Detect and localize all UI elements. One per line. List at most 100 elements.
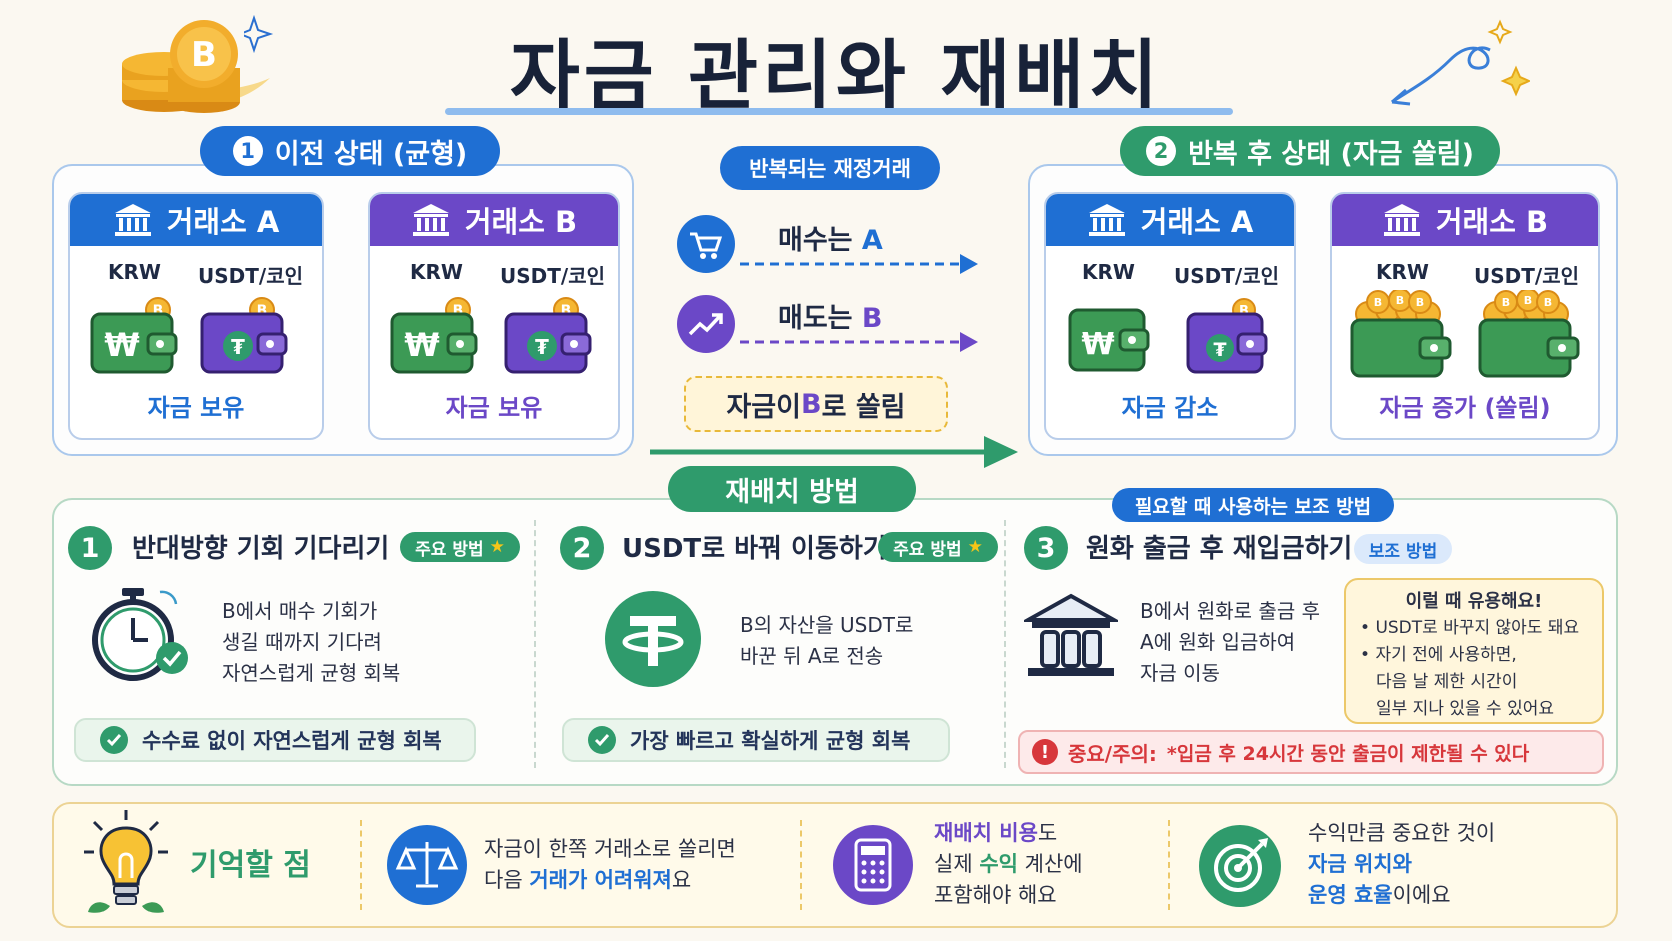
bank-icon [1088,204,1125,236]
svg-text:₩: ₩ [404,326,439,364]
card-status: 자금 감소 [1121,394,1219,422]
krw-label: KRW [1082,260,1135,284]
step-number-badge: 1 [232,136,263,166]
bank-icon [1383,204,1420,236]
method-number: 1 [68,526,112,570]
before-exchange-a-card: 거래소 A KRW USDT/코인 B₩ B₮ 자금 보유 [68,192,324,440]
svg-text:B: B [1502,296,1510,309]
reallocation-label: 재배치 방법 [668,466,916,512]
warning-text: *입금 후 24시간 동안 출금이 제한될 수 있다 [1166,742,1530,765]
svg-text:B: B [153,303,164,319]
title-underline [445,108,1233,115]
tip-item: • 자기 전에 사용하면, [1360,645,1517,665]
repeated-arbitrage-text: 반복되는 재정거래 [749,157,911,181]
usdt-coin-label: USDT/코인 [198,264,303,288]
aux-method-text: 필요할 때 사용하는 보조 방법 [1134,495,1372,518]
memo-point-1: 자금이 한쪽 거래소로 쏠리면 다음 거래가 어려워져요 [484,837,736,892]
method-number: 2 [560,526,604,570]
method-number: 3 [1024,526,1068,570]
krw-wallet-icon: ₩ [1068,304,1152,378]
krw-label: KRW [1376,260,1429,284]
card-header: 거래소 B [370,194,618,246]
svg-text:₮: ₮ [231,335,245,359]
aux-method-label: 필요할 때 사용하는 보조 방법 [1112,488,1394,522]
coin-stack-icon: B [114,18,274,118]
sell-arrow [740,330,980,358]
tether-icon [604,590,702,692]
warning-box: ! 중요/주의: *입금 후 24시간 동안 출금이 제한될 수 있다 [1018,730,1604,774]
aux-method-tag: 보조 방법 [1354,534,1452,564]
usdt-coin-label: USDT/코인 [1174,264,1279,288]
svg-text:₮: ₮ [535,335,549,359]
trend-up-icon [676,294,736,358]
check-circle-icon [100,726,128,754]
after-state-text: 반복 후 상태 (자금 쏠림) [1188,138,1474,170]
method-benefit: 가장 빠르고 확실하게 균형 회복 [562,718,950,762]
card-status: 자금 증가 (쏠림) [1379,394,1551,422]
card-status: 자금 보유 [147,394,245,422]
bank-icon [114,204,151,236]
svg-text:B: B [1544,296,1552,309]
usdt-coin-label: USDT/코인 [1474,264,1579,288]
primary-method-tag: 주요 방법 ★ [400,532,520,562]
svg-text:B: B [1239,304,1249,319]
method-title: USDT로 바꿔 이동하기 [622,534,887,564]
usdt-wallet-icon: B₮ [200,296,290,380]
exchange-name: 거래소 B [464,205,578,239]
sell-text: 매도는 B [778,303,883,334]
lightbulb-icon [80,808,172,924]
calculator-icon [832,824,914,910]
card-header: 거래소 A [1046,194,1294,246]
method-benefit: 수수료 없이 자연스럽게 균형 회복 [74,718,476,762]
before-state-text: 이전 상태 (균형) [274,138,468,170]
reallocation-text: 재배치 방법 [725,476,859,508]
method-title: 반대방향 기회 기다리기 [132,534,390,564]
exchange-name: 거래소 B [1435,205,1549,239]
svg-text:B: B [191,35,217,75]
scale-icon [386,824,468,910]
star-icon: ★ [967,537,983,557]
sparkle-icon [237,14,280,58]
repeated-arbitrage-label: 반복되는 재정거래 [720,146,940,190]
exchange-name: 거래소 A [1140,205,1254,239]
after-exchange-a-card: 거래소 A KRW USDT/코인 ₩ B₮ 자금 감소 [1044,192,1296,440]
cart-icon [676,214,736,278]
alert-icon: ! [1032,739,1058,765]
tip-item-cont: 다음 날 제한 시간이 [1376,672,1518,692]
card-header: 거래소 A [70,194,322,246]
target-icon [1198,824,1282,912]
divider [360,820,362,910]
stopwatch-icon [90,584,200,688]
memo-point-3: 수익만큼 중요한 것이 자금 위치와 운영 효율이에요 [1308,821,1496,907]
divider [800,820,802,910]
primary-method-tag: 주요 방법 ★ [878,532,998,562]
svg-text:₩: ₩ [1081,327,1114,362]
bank-building-icon [1020,592,1122,686]
divider [1004,520,1006,768]
check-circle-icon [588,726,616,754]
tip-callout: 이럴 때 유용해요! • USDT로 바꾸지 않아도 돼요 • 자기 전에 사용… [1344,578,1604,724]
svg-text:B: B [1374,296,1382,309]
usdt-wallet-icon: B₮ [504,296,594,380]
card-status: 자금 보유 [445,394,543,422]
krw-label: KRW [108,260,161,284]
before-exchange-b-card: 거래소 B KRW USDT/코인 B ₩ B₮ 자금 보유 [368,192,620,440]
transition-arrow [650,432,1020,476]
usdt-coin-label: USDT/코인 [500,264,605,288]
krw-label: KRW [410,260,463,284]
svg-text:B: B [453,303,464,319]
exchange-name: 거래소 A [166,205,280,239]
tip-title: 이럴 때 유용해요! [1405,591,1543,612]
after-state-label: 2 반복 후 상태 (자금 쏠림) [1120,126,1500,176]
tip-item-cont: 일부 지나 있을 수 있어요 [1376,699,1555,719]
divider [1168,820,1170,910]
krw-wallet-icon: B₩ [90,296,180,380]
star-icon: ★ [489,537,505,557]
